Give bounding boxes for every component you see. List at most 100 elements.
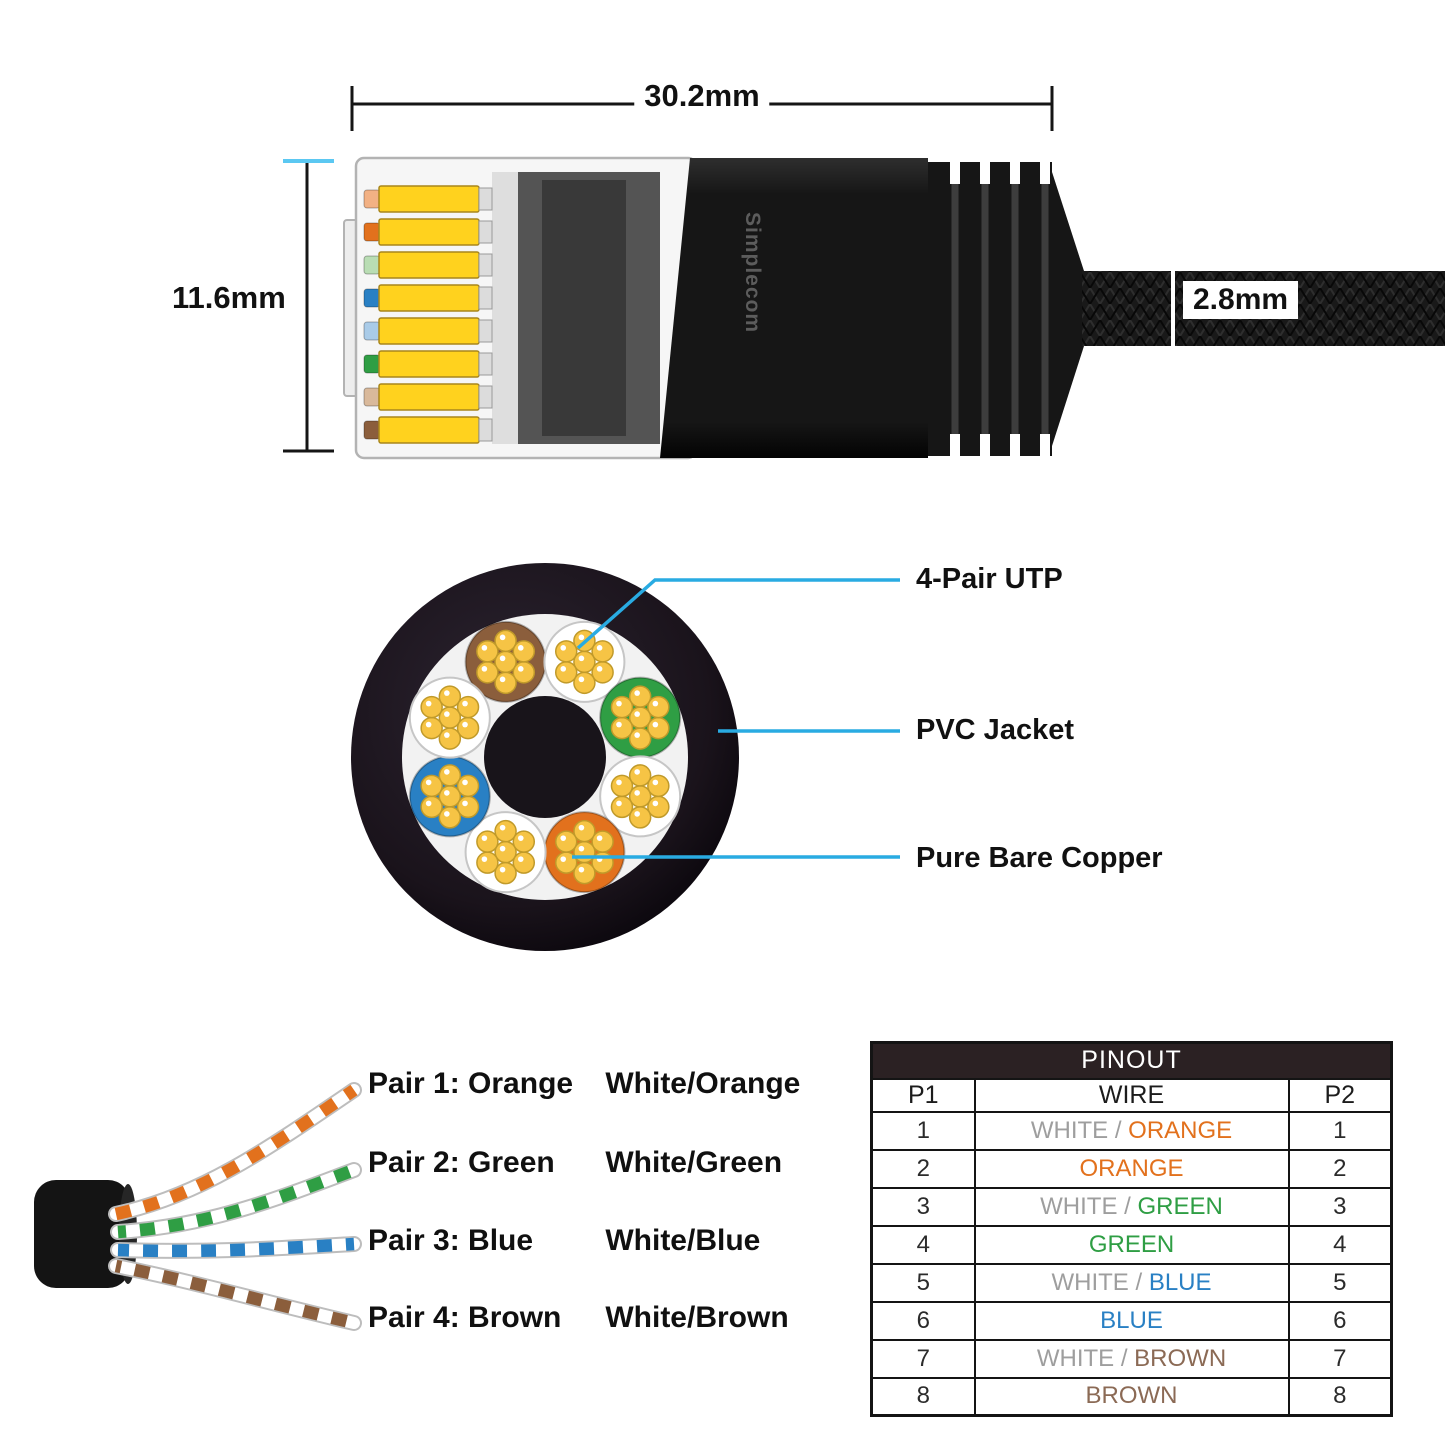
pinout-header-row: P1 WIRE P2	[870, 1077, 1393, 1113]
wire-white-text: WHITE /	[1036, 1344, 1135, 1372]
cross-section-wire-brown-0	[464, 620, 547, 703]
pin-wire-tip	[363, 420, 381, 440]
pin-gold-contact	[378, 350, 480, 378]
cable-cross-section	[351, 563, 739, 951]
pinout-cell-p2: 3	[1287, 1186, 1393, 1227]
pinout-cell-p1: 6	[870, 1300, 976, 1341]
pinout-header-p1: P1	[870, 1077, 976, 1113]
wire-white-text: WHITE /	[1040, 1192, 1138, 1220]
pinout-cell-wire: WHITE / BROWN	[973, 1338, 1290, 1379]
pin-gold-contact	[378, 251, 480, 279]
pinout-cell-p1: 1	[870, 1110, 976, 1151]
cross-section-wire-white-7	[408, 676, 491, 759]
pin-gold-contact	[378, 317, 480, 345]
pair-2-name: Pair 2: Green	[368, 1146, 555, 1179]
pinout-cell-wire: GREEN	[973, 1224, 1290, 1265]
pinout-cell-p1: 8	[870, 1376, 976, 1417]
pinout-cell-p2: 5	[1287, 1262, 1393, 1303]
wire-white-text: WHITE /	[1030, 1116, 1129, 1144]
pair-wire-brown	[108, 1258, 362, 1331]
pair-wire-orange	[108, 1082, 362, 1222]
pinout-cell-wire: BROWN	[973, 1376, 1290, 1417]
pin-tip	[478, 253, 493, 277]
pinout-cell-p1: 7	[870, 1338, 976, 1379]
twisted-pairs-illustration	[34, 1082, 362, 1331]
pair-2-white-name: White/Green	[605, 1146, 783, 1179]
pin-tip	[478, 418, 493, 442]
pair-wire-green	[110, 1162, 362, 1240]
pair-3-name: Pair 3: Blue	[368, 1224, 534, 1257]
cross-section-wire-blue-6	[408, 755, 491, 838]
pair-row-1: Pair 1: Orange White/Orange	[368, 1067, 800, 1101]
height-dimension-line	[283, 159, 334, 453]
pinout-cell-p1: 5	[870, 1262, 976, 1303]
pin-gold-contact	[378, 218, 480, 246]
pinout-cell-p1: 3	[870, 1186, 976, 1227]
pinout-row: 8 BROWN 8	[870, 1376, 1393, 1417]
wire-color-text: GREEN	[1137, 1192, 1223, 1220]
cross-section-wires	[408, 620, 682, 894]
pinout-cell-wire: ORANGE	[973, 1148, 1290, 1189]
pin-tip	[478, 187, 493, 211]
pinout-cell-p2: 2	[1287, 1148, 1393, 1189]
wire-color-text: BROWN	[1085, 1382, 1178, 1410]
cross-section-wire-white-5	[464, 811, 547, 894]
callout-line-utp	[576, 578, 900, 650]
pin-tip	[478, 385, 493, 409]
pin-wire-tip	[363, 288, 381, 308]
connector-pins	[363, 185, 493, 444]
pinout-cell-p2: 1	[1287, 1110, 1393, 1151]
pinout-cell-p2: 7	[1287, 1338, 1393, 1379]
pin-wire-tip	[363, 255, 381, 275]
pair-1-white-name: White/Orange	[605, 1067, 801, 1100]
pin-gold-contact	[378, 416, 480, 444]
pin-wire-tip	[363, 354, 381, 374]
width-dimension-label: 30.2mm	[634, 79, 770, 113]
callout-label-pure-bare-copper: Pure Bare Copper	[916, 842, 1163, 874]
brand-logo: Simplecom	[741, 212, 764, 334]
pin-gold-contact	[378, 284, 480, 312]
callout-label-4pair-utp: 4-Pair UTP	[916, 563, 1063, 595]
pinout-header-p2: P2	[1287, 1077, 1393, 1113]
cross-section-wire-orange-4	[543, 811, 626, 894]
callout-lines	[572, 578, 900, 859]
pin-tip	[478, 286, 493, 310]
pair-4-name: Pair 4: Brown	[368, 1301, 562, 1334]
pinout-row: 6 BLUE 6	[870, 1300, 1393, 1341]
wire-color-text: BROWN	[1134, 1344, 1227, 1372]
pinout-header-wire: WIRE	[973, 1077, 1290, 1113]
strain-relief	[928, 154, 1084, 464]
pinout-title-row: PINOUT	[870, 1041, 1393, 1080]
cross-section-wire-white-1	[543, 620, 626, 703]
pin-wire-tip	[363, 189, 381, 209]
pin-tip	[478, 220, 493, 244]
wire-color-text: BLUE	[1100, 1306, 1163, 1334]
pinout-cell-p2: 8	[1287, 1376, 1393, 1417]
pinout-cell-wire: BLUE	[973, 1300, 1290, 1341]
pin-gold-contact	[378, 383, 480, 411]
pinout-cell-wire: WHITE / ORANGE	[973, 1110, 1290, 1151]
pinout-cell-p1: 4	[870, 1224, 976, 1265]
pinout-cell-p1: 2	[870, 1148, 976, 1189]
pin-wire-tip	[363, 321, 381, 341]
pinout-cell-wire: WHITE / GREEN	[973, 1186, 1290, 1227]
wire-color-text: BLUE	[1148, 1268, 1212, 1296]
pin-wire-tip	[363, 222, 381, 242]
callout-label-pvc-jacket: PVC Jacket	[916, 714, 1074, 746]
pair-row-4: Pair 4: Brown White/Brown	[368, 1301, 789, 1335]
pin-wire-tip	[363, 387, 381, 407]
connector-body	[660, 158, 928, 458]
cross-section-wire-white-3	[599, 755, 682, 838]
wire-color-text: ORANGE	[1128, 1116, 1233, 1144]
pinout-cell-p2: 6	[1287, 1300, 1393, 1341]
pinout-cell-p2: 4	[1287, 1224, 1393, 1265]
